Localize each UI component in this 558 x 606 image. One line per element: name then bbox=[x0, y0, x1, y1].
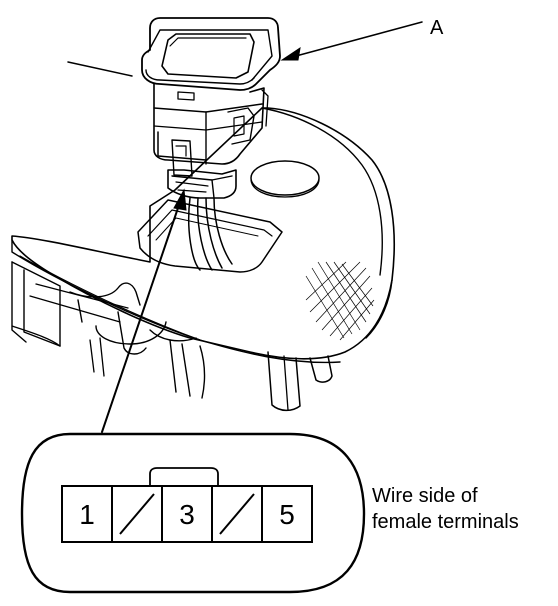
terminal-number: 5 bbox=[279, 499, 295, 530]
terminal-cell-empty bbox=[111, 485, 163, 543]
empty-terminal-slash bbox=[119, 493, 155, 535]
terminal-number: 1 bbox=[79, 499, 95, 530]
terminal-row: 1 3 5 bbox=[61, 485, 313, 543]
terminal-cell-3: 3 bbox=[161, 485, 213, 543]
terminal-number: 3 bbox=[179, 499, 195, 530]
leader-lines bbox=[67, 21, 423, 433]
connector-face-view: 1 3 5 bbox=[20, 432, 366, 594]
terminal-cell-5: 5 bbox=[261, 485, 313, 543]
caption-line-1: Wire side of bbox=[372, 485, 478, 507]
console-panel bbox=[11, 107, 396, 412]
callout-label-a: A bbox=[430, 17, 444, 39]
caption-line-2: female terminals bbox=[372, 511, 519, 533]
switch-assembly bbox=[141, 17, 281, 199]
wire-harness bbox=[187, 197, 233, 271]
bracket-structure bbox=[11, 261, 206, 399]
terminal-cell-1: 1 bbox=[61, 485, 113, 543]
empty-terminal-slash bbox=[219, 493, 255, 535]
terminal-cell-empty bbox=[211, 485, 263, 543]
